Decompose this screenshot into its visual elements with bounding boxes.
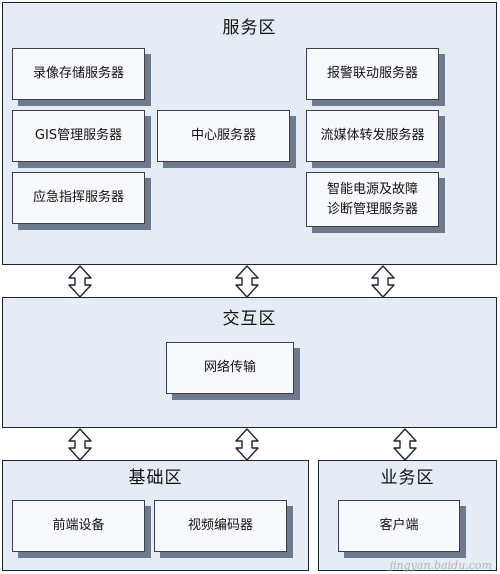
streaming-forwarding-server-box: 流媒体转发服务器 — [306, 110, 439, 162]
double-arrow-icon — [68, 265, 92, 298]
client-box: 客户端 — [338, 500, 460, 552]
double-arrow-icon — [235, 265, 259, 298]
power-diagnosis-server-label: 智能电源及故障 诊断管理服务器 — [326, 181, 418, 217]
front-end-device-label: 前端设备 — [52, 518, 105, 533]
video-storage-server-box: 录像存储服务器 — [12, 48, 145, 100]
double-arrow-icon — [393, 428, 417, 461]
gis-management-server-label: GIS管理服务器 — [34, 128, 123, 143]
network-transmission-box: 网络传输 — [166, 342, 294, 394]
video-encoder-box: 视频编码器 — [154, 500, 287, 552]
central-server-box: 中心服务器 — [157, 110, 290, 162]
streaming-forwarding-server-label: 流媒体转发服务器 — [320, 128, 425, 143]
emergency-command-server-label: 应急指挥服务器 — [32, 190, 124, 205]
infrastructure-zone-title: 基础区 — [128, 468, 183, 488]
emergency-command-server-box: 应急指挥服务器 — [12, 172, 145, 224]
service-zone-title: 服务区 — [222, 18, 277, 38]
interaction-zone-title: 交互区 — [222, 309, 277, 329]
alarm-linkage-server-label: 报警联动服务器 — [326, 66, 418, 81]
central-server-label: 中心服务器 — [190, 128, 256, 143]
video-storage-server-label: 录像存储服务器 — [32, 66, 124, 81]
front-end-device-box: 前端设备 — [12, 500, 145, 552]
power-diagnosis-server-box: 智能电源及故障 诊断管理服务器 — [306, 172, 439, 227]
business-zone-title: 业务区 — [380, 468, 435, 488]
network-transmission-label: 网络传输 — [203, 360, 256, 375]
gis-management-server-box: GIS管理服务器 — [12, 110, 145, 162]
double-arrow-icon — [235, 428, 259, 461]
client-label: 客户端 — [379, 518, 419, 533]
alarm-linkage-server-box: 报警联动服务器 — [306, 48, 439, 100]
video-encoder-label: 视频编码器 — [187, 518, 253, 533]
double-arrow-icon — [371, 265, 395, 298]
double-arrow-icon — [68, 428, 92, 461]
watermark: jingyan.baidu.com — [389, 559, 492, 572]
